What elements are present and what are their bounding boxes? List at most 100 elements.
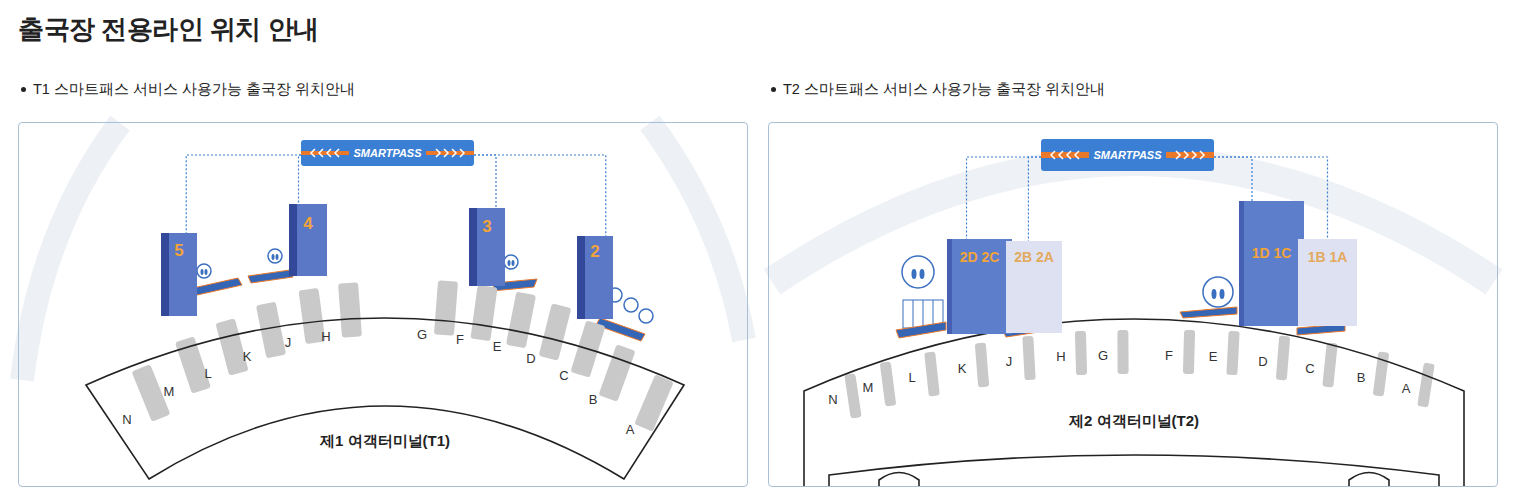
- sign-circle: [504, 255, 518, 269]
- checkin-counter: [1075, 331, 1087, 375]
- sign-circle: [268, 249, 282, 263]
- chevron: [1059, 151, 1063, 159]
- gate-bar: [913, 300, 914, 328]
- checkin-counter: [880, 361, 897, 406]
- checkin-counter: [1117, 330, 1128, 374]
- chevron: [1051, 151, 1055, 159]
- chevron: [1075, 151, 1079, 159]
- chevron: [1200, 151, 1204, 159]
- checkin-counter: [1417, 362, 1435, 407]
- departure-gate: 4: [289, 204, 327, 276]
- background-swoosh: [650, 123, 744, 340]
- terminal-name: 제1 여객터미널(T1): [320, 432, 450, 451]
- checkin-counter: [434, 280, 458, 335]
- chevron: [327, 149, 331, 157]
- checkin-counter: [1322, 343, 1337, 388]
- panel-heading: T1 스마트패스 서비스 사용가능 출국장 위치안내: [19, 79, 355, 99]
- floor-mat: [1180, 307, 1237, 318]
- checkin-counter: [1276, 336, 1290, 381]
- gate-bar: [923, 300, 924, 328]
- footprint: [1212, 289, 1217, 299]
- chevron: [444, 149, 448, 157]
- footprint: [920, 269, 925, 279]
- gate-number: 3: [469, 208, 505, 237]
- checkin-counter: [470, 285, 497, 341]
- gate-number: 1B 1A: [1298, 239, 1357, 265]
- chevron: [1176, 151, 1180, 159]
- gate-number: 2B 2A: [1006, 241, 1062, 265]
- checkin-counter: [539, 303, 572, 360]
- counter-letter: J: [285, 336, 292, 349]
- counter-letter: E: [1209, 350, 1218, 363]
- gate-number: 2: [577, 236, 613, 262]
- checkin-counter: [338, 282, 362, 337]
- departure-gate: 5: [161, 233, 197, 316]
- chevron: [311, 149, 315, 157]
- counter-letter: F: [1165, 349, 1173, 362]
- counter-letter: H: [321, 330, 330, 343]
- counter-letter: A: [1402, 382, 1411, 395]
- counter-letter: G: [1098, 349, 1108, 362]
- checkin-counter: [1226, 331, 1239, 376]
- checkin-counter: [975, 343, 989, 388]
- connector-line: [967, 157, 1042, 239]
- counter-letter: B: [1357, 371, 1366, 384]
- checkin-counter: [1183, 330, 1195, 374]
- gate-number: 4: [289, 204, 327, 234]
- counter-letter: L: [204, 367, 211, 380]
- terminal-outline: [804, 319, 1464, 486]
- counter-letter: E: [493, 340, 502, 353]
- footprint: [201, 269, 204, 275]
- counter-letter: G: [417, 328, 427, 341]
- chevron: [452, 149, 456, 157]
- footprint: [912, 269, 917, 279]
- counter-letter: K: [958, 362, 967, 375]
- chevron: [1067, 151, 1071, 159]
- sign-circle: [639, 309, 653, 323]
- sign-circle: [902, 256, 934, 288]
- chevron: [319, 149, 323, 157]
- footprint: [205, 269, 208, 275]
- checkin-counter: [1022, 336, 1035, 381]
- checkin-counter: [634, 374, 674, 432]
- gate-number: 2D 2C: [947, 239, 1012, 265]
- departure-gate: 1B 1A: [1298, 239, 1357, 326]
- terminal-name: 제2 여객터미널(T2): [1069, 412, 1199, 431]
- departure-gate: 2: [577, 236, 613, 319]
- departure-gate: 2B 2A: [1006, 241, 1062, 333]
- banner-label: SMARTPASS: [1089, 148, 1165, 163]
- checkin-counter: [506, 292, 536, 349]
- counter-letter: H: [1056, 350, 1065, 363]
- chevron: [1184, 151, 1188, 159]
- terminal-outline: [86, 318, 684, 479]
- counter-letter: M: [164, 385, 175, 398]
- page-title: 출국장 전용라인 위치 안내: [18, 12, 319, 47]
- counter-letter: D: [526, 352, 535, 365]
- connector-line: [186, 155, 301, 233]
- banner-label: SMARTPASS: [349, 146, 425, 161]
- chevron: [436, 149, 440, 157]
- checkin-counter: [215, 318, 248, 375]
- footprint: [272, 254, 275, 260]
- floor-mat: [248, 270, 293, 283]
- counter-letter: F: [456, 333, 464, 346]
- counter-letter: L: [908, 371, 915, 384]
- counter-letter: J: [1006, 355, 1013, 368]
- connector-line: [474, 155, 496, 208]
- connector-line: [1214, 157, 1252, 201]
- floor-mat: [193, 278, 242, 295]
- chevron: [460, 149, 464, 157]
- counter-letter: C: [559, 369, 568, 382]
- counter-letter: C: [1305, 362, 1314, 375]
- terminal-building: 제2 여객터미널(T2): [769, 123, 1497, 486]
- counter-letter: A: [626, 423, 635, 436]
- footprint: [512, 260, 515, 266]
- counter-letter: D: [1258, 355, 1267, 368]
- chevron: [1192, 151, 1196, 159]
- floor-mat: [896, 322, 946, 338]
- sign-circle: [1203, 277, 1233, 307]
- terminal-panel: T1 스마트패스 서비스 사용가능 출국장 위치안내SMARTPASS5432제…: [18, 122, 748, 487]
- panel-heading: T2 스마트패스 서비스 사용가능 출국장 위치안내: [769, 79, 1105, 99]
- checkin-counter: [598, 344, 635, 402]
